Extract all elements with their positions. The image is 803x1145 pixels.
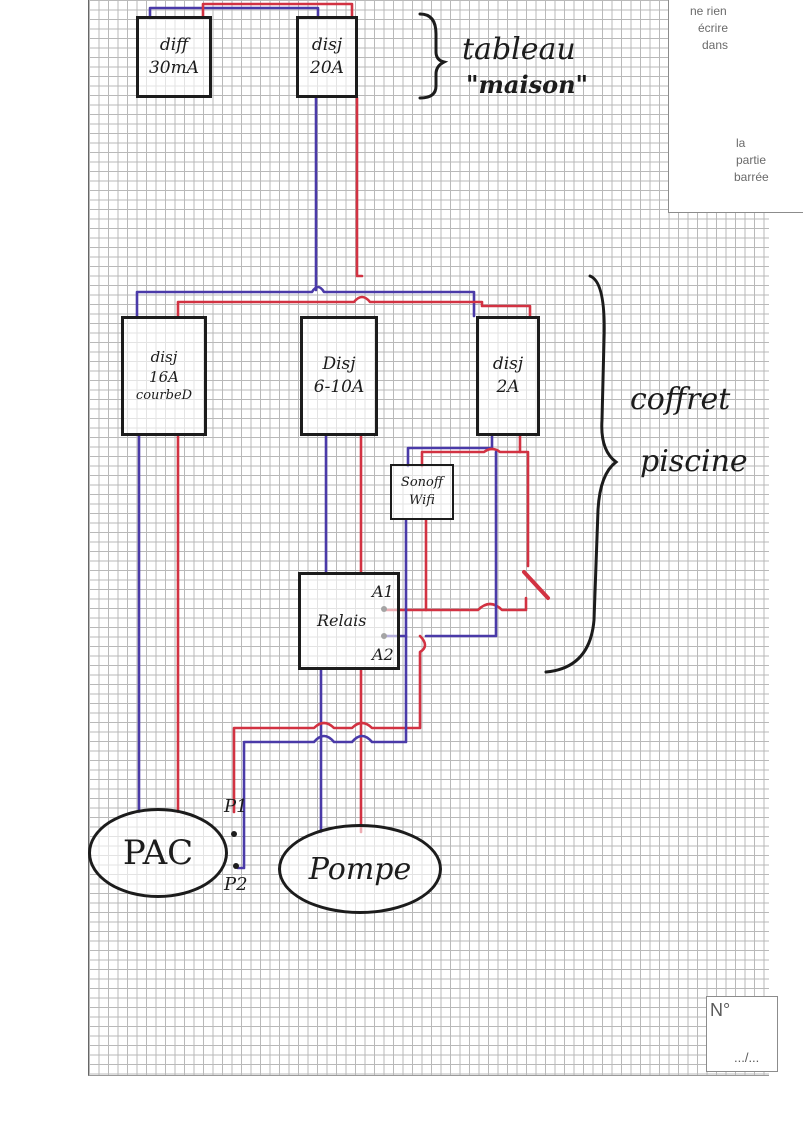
relais-box: Relais bbox=[298, 572, 400, 670]
group-label-piscine: piscine bbox=[640, 444, 748, 479]
disj-2a-box: disj 2A bbox=[476, 316, 540, 436]
page-number-corner bbox=[706, 996, 778, 1072]
page-number-label: N° bbox=[710, 1000, 731, 1020]
disj-20a-box: disj 20A bbox=[296, 16, 358, 98]
notice-line-1: ne rien bbox=[690, 4, 727, 18]
terminal-a1-label: A1 bbox=[372, 582, 394, 601]
terminal-p2-dot bbox=[233, 863, 239, 869]
pac-label: PAC bbox=[122, 833, 194, 873]
disj-2a-rating: 2A bbox=[496, 377, 520, 397]
sonoff-wifi-label: Wifi bbox=[409, 493, 435, 508]
tableau-brace bbox=[418, 12, 449, 100]
page-number-value: .../... bbox=[734, 1050, 760, 1065]
wire-phase-bus bbox=[176, 295, 532, 318]
wire-neutral-bus bbox=[135, 285, 476, 318]
disj-16a-curve: courbeD bbox=[135, 388, 193, 404]
notice-line-4: la bbox=[736, 136, 746, 150]
diff-30ma-box: diff 30mA bbox=[136, 16, 212, 98]
group-label-coffret: coffret bbox=[630, 382, 731, 417]
no-write-corner bbox=[668, 0, 803, 213]
diff-label: diff bbox=[159, 35, 189, 56]
notice-line-6: barrée bbox=[734, 170, 769, 184]
notice-line-5: partie bbox=[736, 153, 767, 167]
disj-16a-rating: 16A bbox=[149, 368, 179, 387]
terminal-p1-label: P1 bbox=[224, 796, 248, 817]
wire-p1-phase bbox=[232, 634, 427, 814]
wire-switch-blade bbox=[522, 570, 550, 600]
wire-a2-loop bbox=[424, 450, 498, 638]
terminal-p1-dot bbox=[231, 831, 237, 837]
coffret-brace bbox=[544, 274, 619, 674]
notice-line-3: dans bbox=[702, 38, 729, 52]
disj-6-10a-rating: 6-10A bbox=[313, 377, 365, 397]
disj-20a-label: disj bbox=[311, 35, 343, 56]
disj-16a-label: disj bbox=[150, 347, 178, 366]
group-label-maison: "maison" bbox=[466, 70, 589, 99]
wire-top-phase bbox=[201, 2, 354, 20]
disj-2a-label: disj bbox=[492, 354, 524, 375]
disj-6-10a-label: Disj bbox=[322, 354, 356, 375]
wire-sonoff-neutral bbox=[406, 434, 494, 468]
notice-line-2: écrire bbox=[698, 21, 729, 35]
terminal-p2-label: P2 bbox=[224, 874, 248, 895]
disj-20a-rating: 20A bbox=[310, 58, 344, 78]
pac-load: PAC bbox=[88, 808, 228, 898]
wire-main-phase bbox=[355, 96, 364, 278]
disj-6-10a-box: Disj 6-10A bbox=[300, 316, 378, 436]
terminal-a2-label: A2 bbox=[372, 645, 394, 664]
pompe-label: Pompe bbox=[308, 851, 412, 887]
wire-top-neutral bbox=[148, 6, 320, 20]
diff-rating: 30mA bbox=[148, 58, 200, 78]
group-label-tableau: tableau bbox=[462, 32, 576, 67]
pompe-load: Pompe bbox=[278, 824, 442, 914]
relais-label: Relais bbox=[317, 611, 367, 631]
wire-switch-phase bbox=[518, 450, 530, 568]
sonoff-wifi-box: Sonoff Wifi bbox=[390, 464, 454, 520]
wire-p2-neutral bbox=[236, 634, 408, 870]
wire-a1-loop bbox=[424, 596, 528, 612]
graph-paper-grid bbox=[88, 0, 769, 1076]
wire-sonoff-phase bbox=[420, 434, 522, 468]
sonoff-label: Sonoff bbox=[400, 475, 444, 491]
disj-16a-box: disj 16A courbeD bbox=[121, 316, 207, 436]
